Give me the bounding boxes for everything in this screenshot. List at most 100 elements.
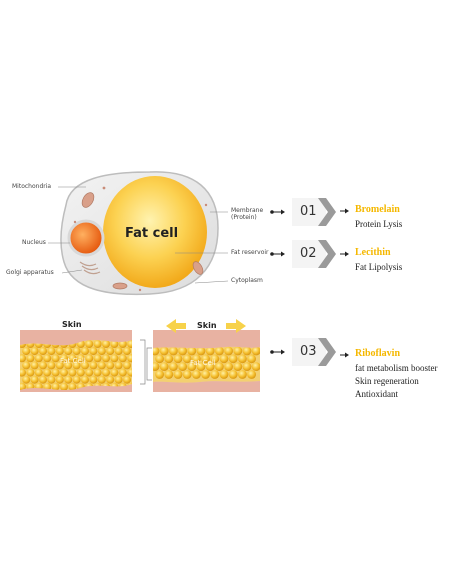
ingredient-desc: Antioxidant xyxy=(355,389,398,399)
fat-globule xyxy=(68,368,77,377)
fat-globule xyxy=(205,362,215,371)
fat-globule xyxy=(81,375,89,384)
fat-globule xyxy=(51,354,60,363)
fat-globule xyxy=(47,375,56,384)
fat-globule xyxy=(153,346,160,356)
fat-globule xyxy=(102,354,110,363)
fat-globule xyxy=(106,375,115,384)
fat-globule xyxy=(114,347,123,356)
expand-right-arrow-icon xyxy=(226,319,246,333)
fat-globule xyxy=(34,354,43,363)
fat-globule xyxy=(72,347,81,356)
mitochondrion xyxy=(112,282,128,290)
fat-globule xyxy=(102,368,110,377)
fat-globule xyxy=(85,340,94,348)
skin-label-left: Skin xyxy=(62,320,82,329)
fat-globule xyxy=(233,346,243,356)
skin-panel-right xyxy=(153,330,260,392)
fat-globule xyxy=(51,368,60,377)
dot-arrow-icon xyxy=(270,349,285,355)
fat-globule xyxy=(93,368,102,377)
fat-globule xyxy=(64,347,73,356)
number-box-03 xyxy=(292,338,336,366)
fat-cell-overlay-right: Fat Cell xyxy=(190,359,216,367)
mitochondrion xyxy=(81,192,95,208)
number-03: 03 xyxy=(300,344,317,359)
fat-globule xyxy=(238,370,247,379)
golgi xyxy=(79,261,101,275)
fat-globule xyxy=(205,346,215,356)
fat-globule xyxy=(81,347,89,356)
fat-cell-title: Fat cell xyxy=(125,226,179,241)
fat-globule xyxy=(68,382,77,391)
fat-globule xyxy=(159,346,169,356)
fat-globule xyxy=(114,375,123,384)
fat-globule xyxy=(238,354,247,364)
fat-globule xyxy=(242,346,252,356)
fat-globule xyxy=(68,354,77,363)
fat-globule xyxy=(26,354,35,363)
fat-globule xyxy=(123,375,131,384)
fat-globule xyxy=(64,375,73,384)
fat-globule xyxy=(201,354,211,364)
fat-globule xyxy=(164,354,174,364)
fat-globule xyxy=(169,346,178,356)
fat-globule xyxy=(89,361,98,370)
fat-globule xyxy=(247,370,256,379)
fat-globule xyxy=(123,347,131,356)
fat-globule xyxy=(224,346,234,356)
fat-globule xyxy=(89,347,98,356)
ingredient-desc: Skin regeneration xyxy=(355,376,419,386)
fat-globule xyxy=(85,368,94,377)
fat-globule xyxy=(72,375,81,384)
fat-globule xyxy=(201,370,211,379)
fat-globule xyxy=(196,346,206,356)
number-02: 02 xyxy=(300,246,317,261)
fat-globule xyxy=(20,354,26,363)
fat-globule xyxy=(22,361,31,370)
label-nucleus: Nucleus xyxy=(22,239,46,246)
fat-globule xyxy=(123,361,131,370)
fat-globule xyxy=(60,368,68,377)
fat-globule xyxy=(215,362,224,371)
number-box-01 xyxy=(292,198,336,226)
fat-globule xyxy=(20,368,26,377)
fat-globule xyxy=(251,362,260,371)
fat-globule xyxy=(81,361,89,370)
fat-globule xyxy=(72,361,81,370)
fat-globule xyxy=(192,354,201,364)
fat-globule xyxy=(76,354,85,363)
fat-globule xyxy=(39,347,47,356)
fat-globule xyxy=(106,347,115,356)
fat-globule xyxy=(55,361,64,370)
fat-globule xyxy=(215,346,224,356)
fat-globule xyxy=(118,354,127,363)
fat-globule xyxy=(47,347,56,356)
label-mitochondria: Mitochondria xyxy=(12,183,52,190)
fat-globule xyxy=(242,362,252,371)
fat-globule xyxy=(60,382,68,391)
fat-globule xyxy=(60,354,68,363)
ingredient-name-lecithin: Lecithin xyxy=(355,247,391,258)
fat-globule xyxy=(169,362,178,371)
fat-globule xyxy=(30,361,39,370)
fat-globule xyxy=(155,354,165,364)
fat-globule xyxy=(228,370,238,379)
fat-globule xyxy=(85,354,94,363)
fat-globule xyxy=(196,362,206,371)
fat-globule xyxy=(97,347,106,356)
fat-globule xyxy=(89,375,98,384)
fat-globule xyxy=(173,370,183,379)
fat-globule xyxy=(97,375,106,384)
fat-globule xyxy=(106,361,115,370)
ingredient-name-bromelain: Bromelain xyxy=(355,204,400,215)
skin-label-right: Skin xyxy=(197,321,217,330)
fat-globule xyxy=(93,340,102,348)
fat-globule xyxy=(64,361,73,370)
fat-globule xyxy=(219,370,229,379)
fat-globule xyxy=(55,375,64,384)
skin-panel-left xyxy=(20,330,132,392)
